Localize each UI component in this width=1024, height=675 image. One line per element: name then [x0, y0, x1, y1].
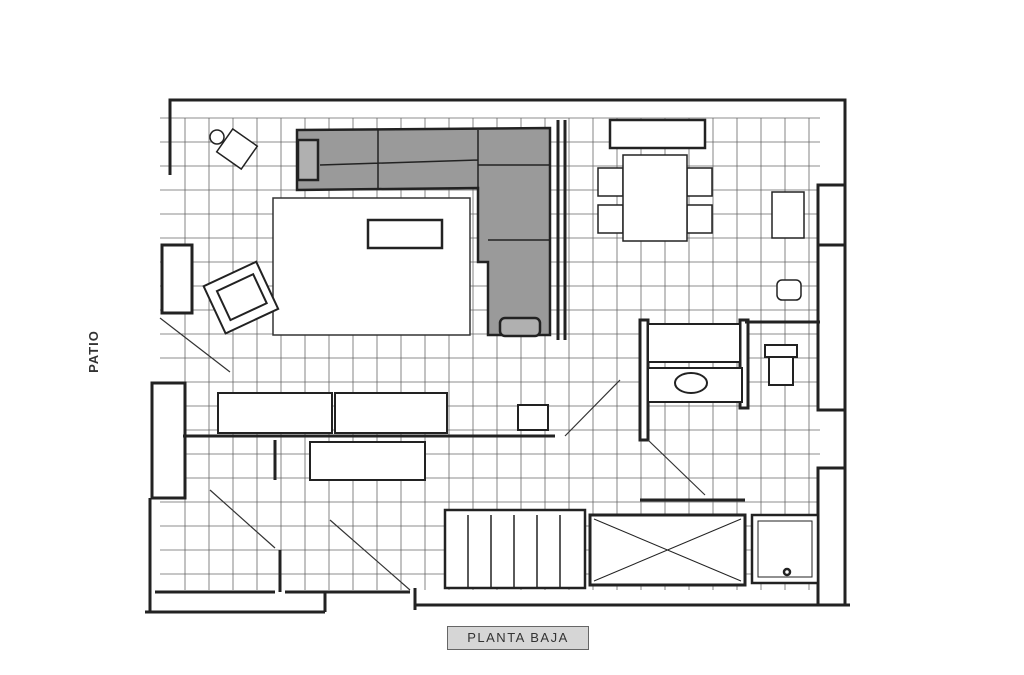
walls: [145, 98, 850, 614]
shower: [750, 513, 820, 585]
kitchen-fixtures: [771, 191, 805, 301]
patio-label: PATIO: [85, 330, 101, 373]
bathroom-fixtures: [647, 323, 798, 403]
sectional-sofa: [295, 126, 552, 338]
armchair: [202, 260, 280, 335]
void-area: [588, 513, 747, 587]
coffee-table: [366, 218, 444, 250]
rug: [272, 197, 471, 336]
benches: [217, 392, 549, 481]
dining-set: [597, 118, 713, 242]
side-table: [209, 127, 259, 171]
door-swings: [159, 317, 706, 591]
plan-title: PLANTA BAJA: [447, 626, 589, 650]
staircase: [443, 508, 587, 590]
